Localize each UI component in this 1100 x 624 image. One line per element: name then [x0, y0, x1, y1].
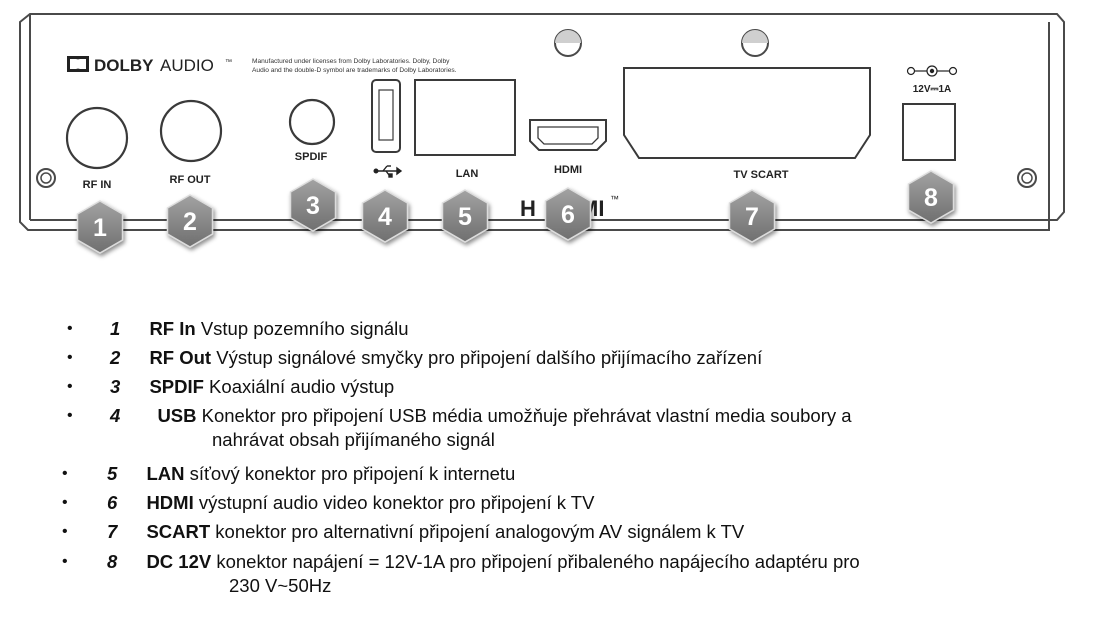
hdmi-logo-left: H	[520, 196, 536, 221]
badge-4: 4	[361, 189, 409, 243]
item-number: 1	[110, 318, 121, 339]
rf-in-label: RF IN	[83, 179, 112, 191]
badge-5: 5	[441, 189, 489, 243]
item-term: RF In	[149, 318, 196, 339]
item-number: 7	[107, 521, 118, 542]
rf-in-connector	[65, 106, 129, 170]
badge-1: 1	[76, 200, 124, 254]
badge-7: 7	[728, 189, 776, 243]
rf-out-label: RF OUT	[170, 174, 211, 186]
top-hole-2	[741, 29, 769, 57]
badge-3: 3	[289, 178, 337, 232]
dolby-tm: ™	[225, 59, 232, 66]
item-number: 8	[107, 551, 118, 572]
item-number: 3	[110, 376, 121, 397]
badge-number: 4	[378, 203, 392, 231]
dc-polarity-icon	[906, 65, 958, 77]
screw-right	[1017, 168, 1037, 188]
rf-out-connector	[159, 99, 223, 163]
bullet: •	[62, 553, 68, 570]
license-notice-line1: Manufactured under licenses from Dolby L…	[252, 58, 450, 65]
item-number: 6	[107, 492, 118, 513]
license-notice-line2: Audio and the double-D symbol are tradem…	[252, 67, 457, 74]
bullet: •	[67, 407, 73, 424]
usb-icon	[373, 165, 403, 178]
item-term: DC 12V	[146, 551, 212, 572]
screw-left	[36, 168, 56, 188]
spdif-connector	[288, 98, 336, 146]
badge-number: 2	[183, 208, 197, 236]
lan-label: LAN	[456, 168, 479, 180]
badge-8: 8	[907, 170, 955, 224]
item-term: HDMI	[146, 492, 194, 513]
hdmi-logo-tm: ™	[610, 194, 619, 204]
item-description-continued: nahrávat obsah přijímaného signál	[212, 429, 495, 450]
badge-number: 7	[745, 203, 759, 231]
item-description-continued: 230 V~50Hz	[229, 575, 332, 596]
badge-number: 3	[306, 192, 320, 220]
usb-connector	[371, 79, 401, 153]
item-number: 5	[107, 463, 118, 484]
item-description: Vstup pozemního signálu	[195, 318, 409, 339]
item-number: 2	[110, 347, 121, 368]
back-panel-diagram: DOLBY AUDIO ™ Manufactured under license…	[19, 13, 1065, 254]
bullet: •	[62, 523, 68, 540]
tv-scart-label: TV SCART	[734, 169, 789, 181]
badge-number: 6	[561, 201, 575, 229]
bullet: •	[67, 349, 73, 366]
item-description: Koaxiální audio výstup	[203, 376, 395, 397]
power-rating-label: 12V⎓1A	[913, 84, 952, 95]
bullet: •	[67, 320, 73, 337]
item-term: SCART	[146, 521, 211, 542]
item-description: konektor napájení = 12V-1A pro připojení…	[211, 551, 860, 572]
item-term: SPDIF	[149, 376, 204, 397]
badge-2: 2	[166, 194, 214, 248]
dolby-wordmark: DOLBY	[94, 56, 154, 75]
item-term: LAN	[146, 463, 185, 484]
item-description: Konektor pro připojení USB média umožňuj…	[196, 405, 852, 426]
bullet: •	[67, 378, 73, 395]
item-description: výstupní audio video konektor pro připoj…	[193, 492, 595, 513]
badge-number: 5	[458, 203, 472, 231]
badge-6: 6	[544, 187, 592, 241]
item-description: konektor pro alternativní připojení anal…	[210, 521, 745, 542]
bullet: •	[62, 494, 68, 511]
scart-connector	[623, 67, 871, 159]
dolby-logo: DOLBY AUDIO ™	[67, 56, 232, 75]
hdmi-label: HDMI	[554, 164, 582, 176]
item-number: 4	[110, 405, 121, 426]
item-term: USB	[157, 405, 197, 426]
dolby-audio-word: AUDIO	[160, 56, 214, 75]
spdif-label: SPDIF	[295, 151, 328, 163]
dc-power-connector	[902, 103, 956, 161]
badge-number: 8	[924, 184, 938, 212]
item-term: RF Out	[149, 347, 212, 368]
bullet: •	[62, 465, 68, 482]
lan-connector	[414, 79, 516, 156]
item-description: síťový konektor pro připojení k internet…	[184, 463, 516, 484]
hdmi-connector	[529, 119, 607, 151]
item-description: Výstup signálové smyčky pro připojení da…	[211, 347, 763, 368]
badge-number: 1	[93, 214, 107, 242]
top-hole-1	[554, 29, 582, 57]
